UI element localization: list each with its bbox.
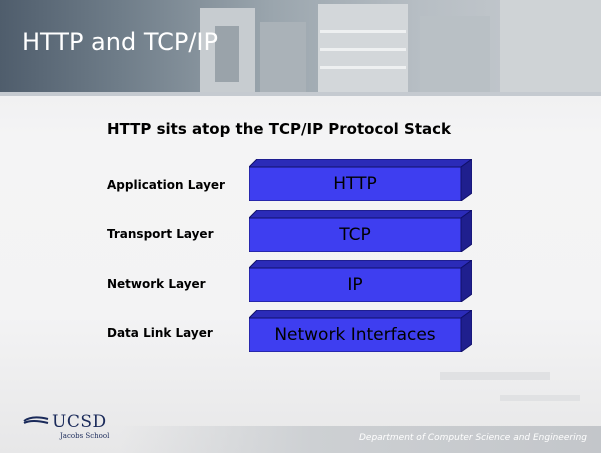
footer-bar — [120, 426, 601, 453]
protocol-box-tcp: TCP — [249, 210, 472, 252]
ucsd-logo: UCSD Jacobs School — [22, 412, 132, 442]
box-3d-shape — [249, 159, 472, 201]
header-banner: HTTP and TCP/IP — [0, 0, 601, 92]
header-divider — [0, 92, 601, 96]
protocol-label: TCP — [339, 225, 371, 245]
layer-label-transport: Transport Layer — [107, 227, 214, 241]
protocol-box-http: HTTP — [249, 159, 472, 201]
department-footer: Department of Computer Science and Engin… — [358, 433, 587, 443]
box-3d-shape — [249, 260, 472, 302]
logo-text: UCSD — [52, 412, 107, 432]
protocol-box-ip: IP — [249, 260, 472, 302]
layer-label-application: Application Layer — [107, 178, 225, 192]
box-3d-shape — [249, 310, 472, 352]
protocol-label: HTTP — [333, 174, 377, 194]
slide-subtitle: HTTP sits atop the TCP/IP Protocol Stack — [107, 120, 451, 138]
layer-label-data-link: Data Link Layer — [107, 326, 213, 340]
protocol-box-network-interfaces: Network Interfaces — [249, 310, 472, 352]
protocol-label: IP — [347, 275, 363, 295]
slide-title: HTTP and TCP/IP — [22, 28, 218, 56]
protocol-label: Network Interfaces — [274, 325, 436, 345]
box-3d-shape — [249, 210, 472, 252]
logo-subtext: Jacobs School — [60, 432, 110, 440]
layer-label-network: Network Layer — [107, 277, 206, 291]
logo-arrow-icon — [23, 416, 49, 424]
